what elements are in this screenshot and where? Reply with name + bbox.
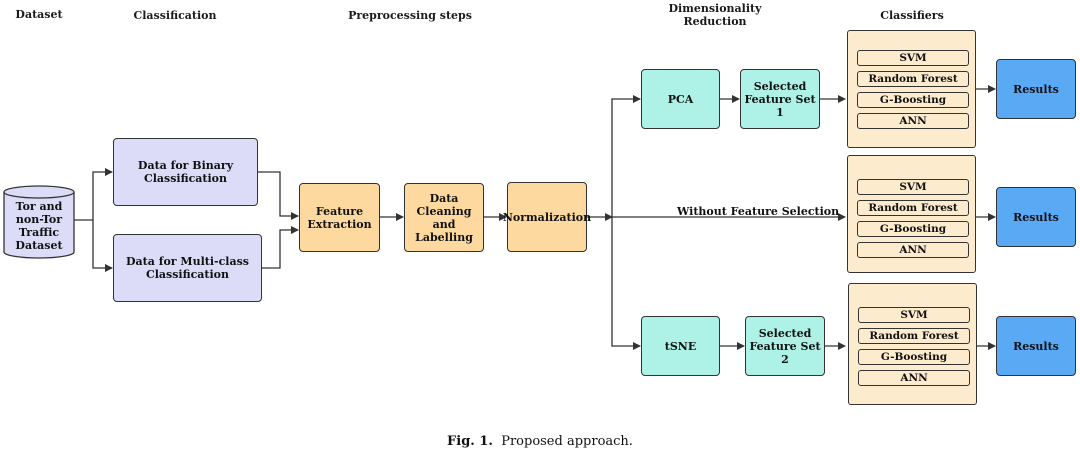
header-preprocessing: Preprocessing steps [348, 9, 472, 22]
classifier-ann: ANN [858, 370, 970, 386]
edge-norm-tsne [611, 217, 641, 350]
figure-caption: Fig. 1. Proposed approach. [0, 434, 1080, 449]
multiclass-classification-box: Data for Multi-class Classification [113, 234, 262, 302]
results-box-1: Results [996, 59, 1076, 119]
edge-dataset-binary [74, 168, 113, 221]
without-feature-selection-label: Without Feature Selection [677, 205, 840, 218]
results-box-2: Results [996, 187, 1076, 247]
caption-text: Proposed approach. [501, 434, 633, 449]
classifier-svm: SVM [857, 179, 969, 195]
tsne-box: tSNE [641, 316, 720, 376]
edge-binary-fe [258, 171, 299, 220]
classifier-panel-1: SVM Random Forest G-Boosting ANN [847, 30, 976, 148]
classifier-svm: SVM [857, 50, 969, 66]
feature-set-1-box: Selected Feature Set 1 [740, 69, 820, 129]
binary-classification-box: Data for Binary Classification [113, 138, 258, 206]
classifier-g-boosting: G-Boosting [857, 92, 969, 108]
header-dataset: Dataset [15, 8, 63, 21]
classifier-g-boosting: G-Boosting [858, 349, 970, 365]
feature-set-2-box: Selected Feature Set 2 [745, 316, 825, 376]
classifier-ann: ANN [857, 113, 969, 129]
data-cleaning-box: Data Cleaning and Labelling [404, 183, 484, 252]
classifier-random-forest: Random Forest [858, 328, 970, 344]
header-classification: Classification [133, 9, 217, 22]
classifier-panel-2: SVM Random Forest G-Boosting ANN [847, 155, 976, 273]
classifier-ann: ANN [857, 242, 969, 258]
normalization-box: Normalization [503, 182, 591, 252]
classifier-random-forest: Random Forest [857, 200, 969, 216]
results-box-3: Results [996, 316, 1076, 376]
edge-multiclass-fe [262, 226, 299, 269]
classifier-g-boosting: G-Boosting [857, 221, 969, 237]
classifier-svm: SVM [858, 307, 970, 323]
classifier-panel-3: SVM Random Forest G-Boosting ANN [848, 283, 977, 405]
header-classifiers: Classifiers [880, 9, 944, 22]
dataset-label: Tor and non-Tor Traffic Dataset [15, 200, 63, 252]
header-dimensionality-reduction: Dimensionality Reduction [668, 2, 762, 28]
caption-label: Fig. 1. [447, 434, 493, 449]
dataset-cylinder [3, 185, 75, 259]
feature-extraction-box: Feature Extraction [299, 183, 380, 252]
pca-box: PCA [641, 69, 720, 129]
edge-norm-pca [611, 95, 641, 217]
edge-dataset-multiclass [92, 220, 113, 272]
classifier-random-forest: Random Forest [857, 71, 969, 87]
